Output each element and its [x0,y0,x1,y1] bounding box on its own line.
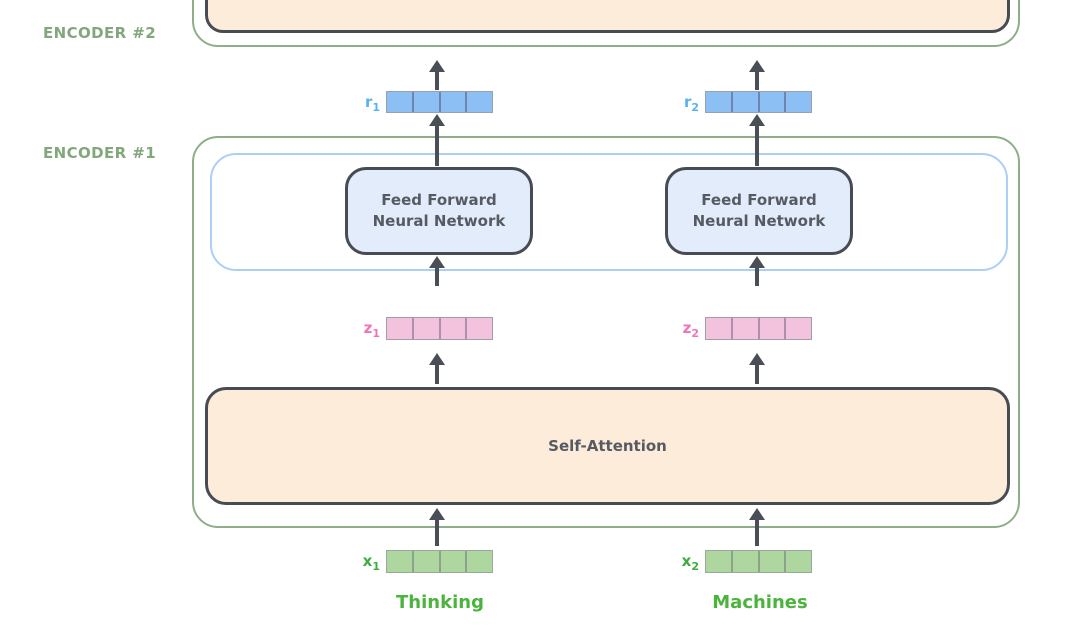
vector-cell [759,92,785,112]
vector-cell [759,551,785,572]
ffn2-label-line1: Feed Forward [701,191,817,209]
arrow-ffn2-to-r2 [749,114,765,166]
arrow-r2-to-encoder2 [749,60,765,90]
arrow-shaft [755,268,759,286]
arrowhead-icon [749,114,765,126]
x1-label: x1 [362,552,380,573]
vector-cell [759,318,785,339]
vector-cell [732,92,758,112]
vector-cell [732,318,758,339]
arrow-shaft [435,365,439,384]
encoder1-box [192,136,1020,528]
vector-cell [706,318,731,339]
arrowhead-icon [749,353,765,365]
x2-vector [705,550,812,573]
r2-vector [705,91,812,113]
r2-label: r2 [683,93,699,114]
arrow-x1-to-attention [429,508,445,546]
feed-forward-layer-container [210,153,1008,271]
arrowhead-icon [429,353,445,365]
arrowhead-icon [749,508,765,520]
input-word-2: Machines [712,592,808,613]
arrow-shaft [435,126,439,166]
arrowhead-icon [749,60,765,72]
vector-cell [440,92,466,112]
input-word-1: Thinking [396,592,484,613]
vector-cell [387,318,412,339]
arrowhead-icon [429,508,445,520]
arrow-shaft [435,72,439,90]
z2-label: z2 [682,319,699,340]
vector-cell [706,92,731,112]
ffn1-label-line1: Feed Forward [381,191,497,209]
arrow-z2-to-ffn2 [749,256,765,286]
arrowhead-icon [429,256,445,268]
ffn2-box: Feed Forward Neural Network [665,167,853,255]
r1-vector [386,91,493,113]
arrow-r1-to-encoder2 [429,60,445,90]
z1-vector [386,317,493,340]
ffn1-box: Feed Forward Neural Network [345,167,533,255]
vector-cell [467,92,492,112]
arrow-shaft [755,365,759,384]
vector-cell [467,318,492,339]
arrow-shaft [435,268,439,286]
vector-cell [467,551,492,572]
x1-vector [386,550,493,573]
z2-vector [705,317,812,340]
arrow-x2-to-attention [749,508,765,546]
arrow-attention-to-z1 [429,353,445,384]
vector-cell [413,551,439,572]
vector-cell [732,551,758,572]
arrowhead-icon [749,256,765,268]
r1-label: r1 [364,93,380,114]
vector-cell [786,92,811,112]
vector-cell [413,318,439,339]
encoder2-self-attention-box [205,0,1010,33]
arrow-shaft [755,520,759,546]
encoder2-box [192,0,1020,47]
arrow-ffn1-to-r1 [429,114,445,166]
vector-cell [440,318,466,339]
vector-cell [387,551,412,572]
arrow-shaft [755,72,759,90]
encoder2-label: ENCODER #2 [43,24,157,42]
ffn1-label-line2: Neural Network [372,212,506,230]
arrowhead-icon [429,114,445,126]
z1-label: z1 [363,319,380,340]
vector-cell [786,318,811,339]
encoder1-label: ENCODER #1 [43,144,157,162]
vector-cell [440,551,466,572]
self-attention-label: Self-Attention [548,436,667,455]
x2-label: x2 [681,552,699,573]
ffn2-label-line2: Neural Network [692,212,826,230]
arrowhead-icon [429,60,445,72]
arrow-attention-to-z2 [749,353,765,384]
vector-cell [786,551,811,572]
arrow-shaft [755,126,759,166]
arrow-shaft [435,520,439,546]
vector-cell [413,92,439,112]
arrow-z1-to-ffn1 [429,256,445,286]
vector-cell [387,92,412,112]
vector-cell [706,551,731,572]
self-attention-box: Self-Attention [205,387,1010,505]
